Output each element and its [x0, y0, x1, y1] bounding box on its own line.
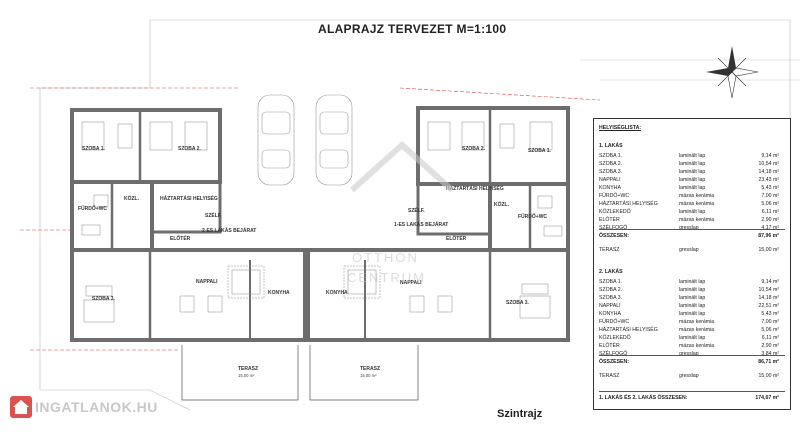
site-logo: INGATLANOK.HU: [10, 396, 158, 418]
flat1-total: ÖSSZESEN: 87,96 m²: [599, 233, 779, 239]
flat1-terrace: TERASZ gresslap 15,00 m²: [599, 247, 779, 253]
room-label: ELŐTÉR: [446, 234, 467, 242]
room-label: HÁZTARTÁSI HELYISÉG: [160, 194, 218, 202]
room-label: SZOBA 2.: [462, 146, 485, 152]
watermark-text: OTTHON: [352, 250, 419, 265]
room-label: FÜRDŐ+WC: [518, 213, 547, 220]
room-label: KÖZL.: [124, 195, 140, 202]
room-schedule: HELYISÉGLISTA: 1. LAKÁS SZOBA 1.laminált…: [593, 118, 791, 410]
room-label: SZOBA 2.: [178, 146, 201, 152]
page-title: ALAPRAJZ TERVEZET M=1:100: [318, 22, 507, 36]
site-context: [20, 19, 800, 411]
room-label: SZOBA 1.: [528, 148, 551, 154]
room-label: TERASZ: [360, 366, 380, 372]
room-label: TERASZ: [238, 366, 258, 372]
room-label: SZOBA 3.: [506, 300, 529, 306]
room-label: KONYHA: [326, 290, 348, 296]
watermark-text: CENTRUM: [347, 270, 426, 285]
left-room-labels: SZOBA 1. SZOBA 2. FÜRDŐ+WC KÖZL. HÁZTART…: [78, 146, 290, 378]
left-unit-walls: [70, 108, 307, 342]
house-icon: [10, 396, 32, 418]
flat2-heading: 2. LAKÁS: [599, 269, 623, 275]
right-furniture: [343, 121, 563, 319]
room-label: HÁZTARTÁSI HELYISÉG: [446, 184, 504, 192]
flat2-total: ÖSSZESEN: 86,71 m²: [599, 359, 779, 365]
schedule-title: HELYISÉGLISTA:: [599, 125, 642, 131]
right-terrace: [309, 345, 419, 401]
room-label: ELŐTÉR: [170, 234, 191, 242]
room-label: SZÉLF.: [205, 211, 222, 219]
flat2-terrace: TERASZ gresslap 15,00 m²: [599, 373, 779, 379]
north-arrow-icon: [706, 46, 759, 99]
room-label: SZÉLF.: [408, 206, 425, 214]
left-furniture: [81, 121, 265, 323]
drawing-caption: Szintrajz: [497, 408, 543, 420]
room-label: SZOBA 3.: [92, 296, 115, 302]
right-unit-walls: [306, 106, 570, 342]
room-label: KÖZL.: [494, 201, 510, 208]
parking-cars: [257, 94, 353, 186]
room-label: 1-ES LAKÁS BEJÁRAT: [394, 221, 448, 228]
room-label: KONYHA: [268, 290, 290, 296]
room-label: 2-ES LAKÁS BEJÁRAT: [202, 227, 256, 234]
watermark: OTTHON CENTRUM: [347, 140, 455, 285]
room-label: NAPPALI: [400, 280, 422, 286]
room-area: 15,00 m²: [238, 373, 255, 378]
room-label: SZOBA 1.: [82, 146, 105, 152]
flat1-heading: 1. LAKÁS: [599, 143, 623, 149]
room-area: 15,00 m²: [360, 373, 377, 378]
grand-total: 1. LAKÁS ÉS 2. LAKÁS ÖSSZESEN: 174,67 m²: [599, 395, 779, 401]
logo-text: INGATLANOK.HU: [35, 399, 158, 415]
room-label: FÜRDŐ+WC: [78, 205, 107, 212]
left-terrace: [181, 345, 299, 401]
right-room-labels: SZOBA 2. SZOBA 1. FÜRDŐ+WC KÖZL. HÁZTART…: [326, 146, 551, 378]
room-label: NAPPALI: [196, 279, 218, 285]
